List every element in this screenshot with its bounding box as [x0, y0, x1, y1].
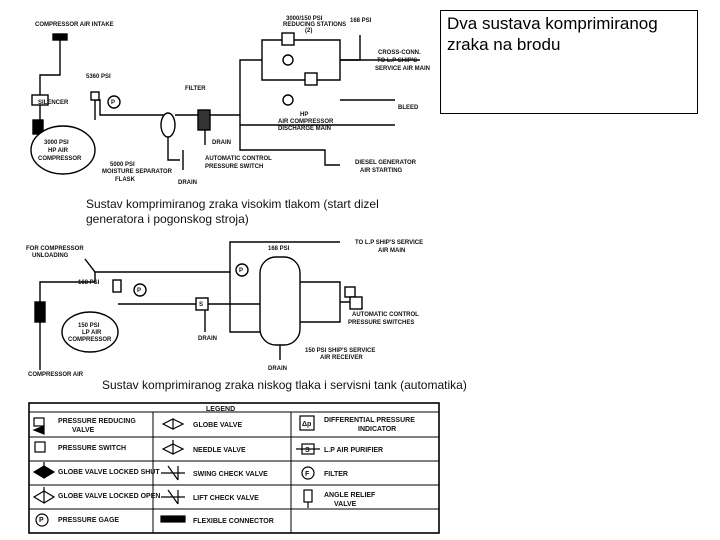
hp-label-separator-2: MOISTURE SEPARATOR [102, 169, 173, 175]
legend-item-angle-relief: ANGLE RELIEF [324, 492, 376, 499]
hp-label-diesel-1: DIESEL GENERATOR [355, 160, 417, 166]
hp-label-auto-1: AUTOMATIC CONTROL [205, 156, 272, 162]
lp-label-to-lp-2: AIR MAIN [378, 248, 405, 254]
hp-label-reducing-2: REDUCING STATIONS [283, 22, 346, 28]
hp-label-drain-1: DRAIN [178, 180, 197, 186]
hp-label-reducing-3: (2) [305, 28, 312, 34]
hp-label-filter: FILTER [185, 86, 206, 92]
hp-label-drain-2: DRAIN [212, 140, 231, 146]
lp-label-unloading-2: UNLOADING [32, 253, 69, 259]
hp-label-bleed: BLEED [398, 105, 419, 111]
lp-label-drain-1: DRAIN [198, 336, 217, 342]
lp-label-unloading-1: FOR COMPRESSOR [26, 246, 84, 252]
lp-receiver-gage-glyph: P [239, 268, 243, 274]
lp-purifier-glyph: S [199, 302, 203, 308]
lp-label-receiver-1: 150 PSI SHIP'S SERVICE [305, 348, 375, 354]
legend-item-swing-check: SWING CHECK VALVE [193, 471, 268, 478]
legend-item-diff-pressure-2: INDICATOR [358, 426, 396, 433]
legend-item-pressure-reducing-2: VALVE [72, 427, 95, 434]
legend-title: LEGEND [206, 406, 235, 413]
lp-label-intake-1: COMPRESSOR AIR [28, 372, 84, 378]
legend-item-angle-relief-2: VALVE [334, 501, 357, 508]
hp-label-separator-3: FLASK [115, 177, 136, 183]
hp-label-auto-2: PRESSURE SWITCH [205, 164, 263, 170]
hp-label-separator-1: 5000 PSI [110, 162, 135, 168]
hp-label-compressor-1: 3000 PSI [44, 140, 69, 146]
legend-filter-glyph: F [305, 471, 310, 478]
lp-air-system-diagram: FOR COMPRESSOR UNLOADING 168 PSI TO L.P … [26, 240, 423, 378]
legend-symbols-col2 [160, 418, 186, 523]
hp-label-cross-2: TO L.P SHIP'S [377, 58, 417, 64]
lp-label-receiver-2: AIR RECEIVER [320, 355, 363, 361]
legend-gage-glyph: P [39, 517, 44, 524]
legend-item-filter: FILTER [324, 471, 348, 478]
lp-label-to-lp-1: TO L.P SHIP'S SERVICE [355, 240, 423, 246]
hp-air-system-diagram: COMPRESSOR AIR INTAKE SILENCER 3000 PSI … [30, 16, 430, 186]
hp-label-cross-3: SERVICE AIR MAIN [375, 66, 430, 72]
legend-symbols-col1 [32, 417, 56, 527]
caption-lp-system: Sustav komprimiranog zraka niskog tlaka … [102, 378, 472, 393]
hp-label-silencer: SILENCER [38, 100, 69, 106]
lp-label-psi-168a: 168 PSI [268, 246, 290, 252]
legend-item-pressure-gage: PRESSURE GAGE [58, 517, 119, 524]
legend-item-globe-valve: GLOBE VALVE [193, 422, 242, 429]
legend-item-needle-valve: NEEDLE VALVE [193, 447, 246, 454]
lp-gage-glyph: P [137, 288, 141, 294]
hp-label-psi-168: 168 PSI [350, 18, 372, 24]
hp-label-intake: COMPRESSOR AIR INTAKE [35, 22, 114, 28]
lp-label-psi-168b: 168 PSI [78, 280, 100, 286]
legend-symbols-col3 [296, 415, 320, 508]
hp-label-compressor-3: COMPRESSOR [38, 156, 82, 162]
hp-label-cross-1: CROSS-CONN. [378, 50, 421, 56]
lp-label-auto-1: AUTOMATIC CONTROL [352, 312, 419, 318]
hp-label-main-1: HP [300, 112, 308, 118]
lp-label-compressor-1: 150 PSI [78, 323, 100, 329]
hp-label-main-2: AIR COMPRESSOR [278, 119, 334, 125]
legend-item-lift-check: LIFT CHECK VALVE [193, 495, 259, 502]
lp-label-compressor-2: LP AIR [82, 330, 102, 336]
slide-title: Dva sustava komprimiranog zraka na brodu [440, 10, 698, 114]
legend-item-diff-pressure: DIFFERENTIAL PRESSURE [324, 417, 415, 424]
hp-label-main-3: DISCHARGE MAIN [278, 126, 331, 132]
hp-label-psi-5360: 5360 PSI [86, 74, 111, 80]
lp-label-compressor-3: COMPRESSOR [68, 337, 112, 343]
legend-item-flexible-connector: FLEXIBLE CONNECTOR [193, 518, 274, 525]
legend-diff-glyph: Δp [302, 421, 311, 428]
legend-item-globe-locked-open: GLOBE VALVE LOCKED OPEN [58, 493, 160, 500]
hp-label-reducing-1: 3000/150 PSI [286, 16, 323, 22]
lp-label-auto-2: PRESSURE SWITCHES [348, 320, 414, 326]
legend-item-pressure-reducing: PRESSURE REDUCING [58, 418, 136, 425]
legend-item-globe-locked-shut: GLOBE VALVE LOCKED SHUT [58, 469, 160, 476]
legend-purifier-glyph: S [305, 447, 310, 454]
legend-item-pressure-switch: PRESSURE SWITCH [58, 445, 126, 452]
hp-label-compressor-2: HP AIR [48, 148, 69, 154]
hp-gage-glyph: P [111, 100, 115, 106]
caption-hp-system: Sustav komprimiranog zraka visokim tlako… [86, 197, 416, 227]
lp-label-drain-2: DRAIN [268, 366, 287, 372]
hp-label-diesel-2: AIR STARTING [360, 168, 403, 174]
legend-table: LEGEND PRESSURE REDUCING VALVE PRESSURE … [28, 402, 440, 534]
legend-item-lp-purifier: L.P AIR PURIFIER [324, 447, 383, 454]
